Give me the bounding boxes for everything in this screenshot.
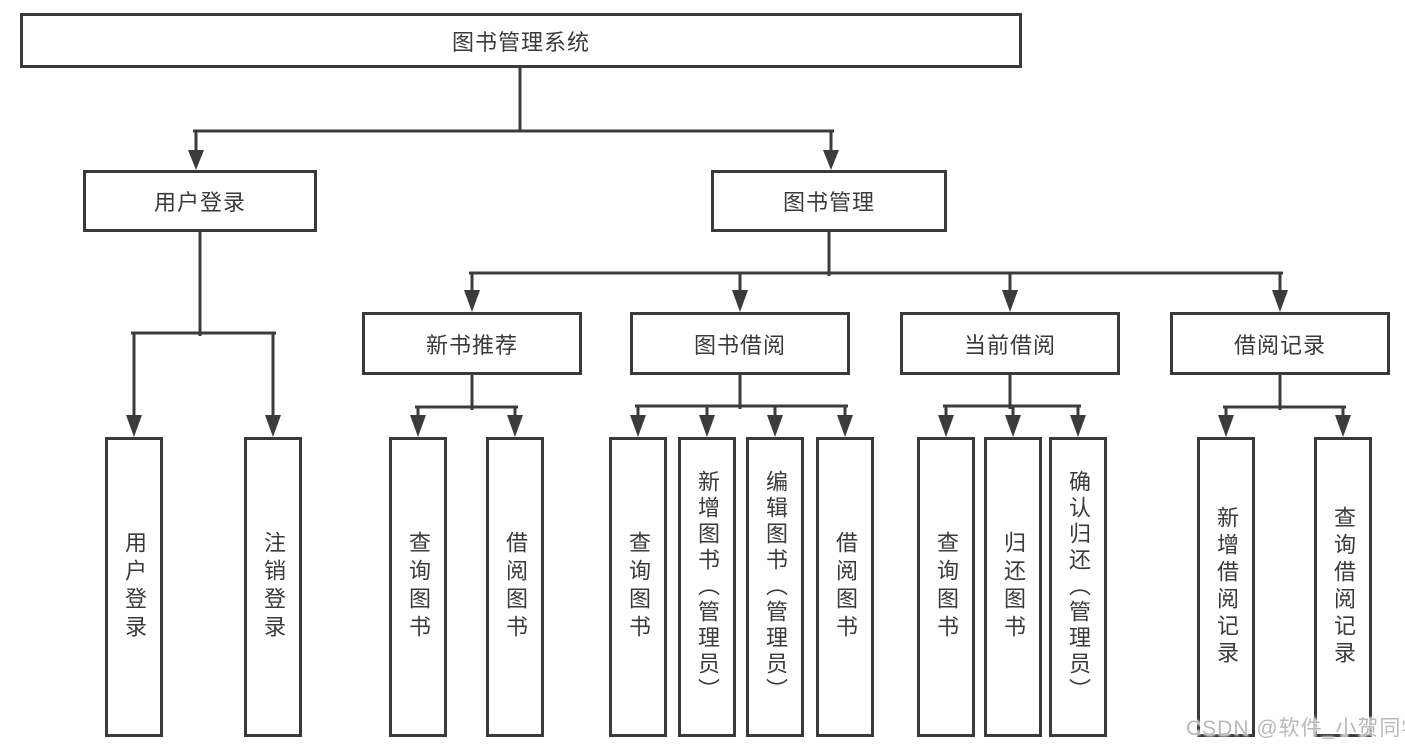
leaf-return-books: 归还图书 — [984, 437, 1042, 737]
node-root-system: 图书管理系统 — [20, 13, 1022, 68]
node-new-book-recommend: 新书推荐 — [362, 312, 582, 375]
leaf-logout: 注销登录 — [244, 437, 302, 737]
leaf-confirm-return-admin: 确认归还（管理员） — [1049, 437, 1107, 737]
node-user-login: 用户登录 — [83, 170, 317, 232]
node-book-borrow: 图书借阅 — [630, 312, 850, 375]
csdn-watermark: CSDN @软件_小贺同学 — [1186, 717, 1405, 740]
leaf-borrow-books: 借阅图书 — [816, 437, 874, 737]
leaf-query-borrow-record: 查询借阅记录 — [1314, 437, 1372, 737]
leaf-edit-books-admin: 编辑图书（管理员） — [746, 437, 804, 737]
leaf-borrow-books-rec: 借阅图书 — [486, 437, 544, 737]
leaf-add-borrow-record: 新增借阅记录 — [1197, 437, 1255, 737]
leaf-query-books-borrow: 查询图书 — [609, 437, 667, 737]
node-current-borrow: 当前借阅 — [900, 312, 1120, 375]
node-borrow-record: 借阅记录 — [1170, 312, 1390, 375]
leaf-user-login: 用户登录 — [105, 437, 163, 737]
leaf-add-books-admin: 新增图书（管理员） — [678, 437, 736, 737]
node-book-management: 图书管理 — [711, 170, 947, 232]
leaf-query-books-rec: 查询图书 — [389, 437, 447, 737]
leaf-query-books-current: 查询图书 — [917, 437, 975, 737]
